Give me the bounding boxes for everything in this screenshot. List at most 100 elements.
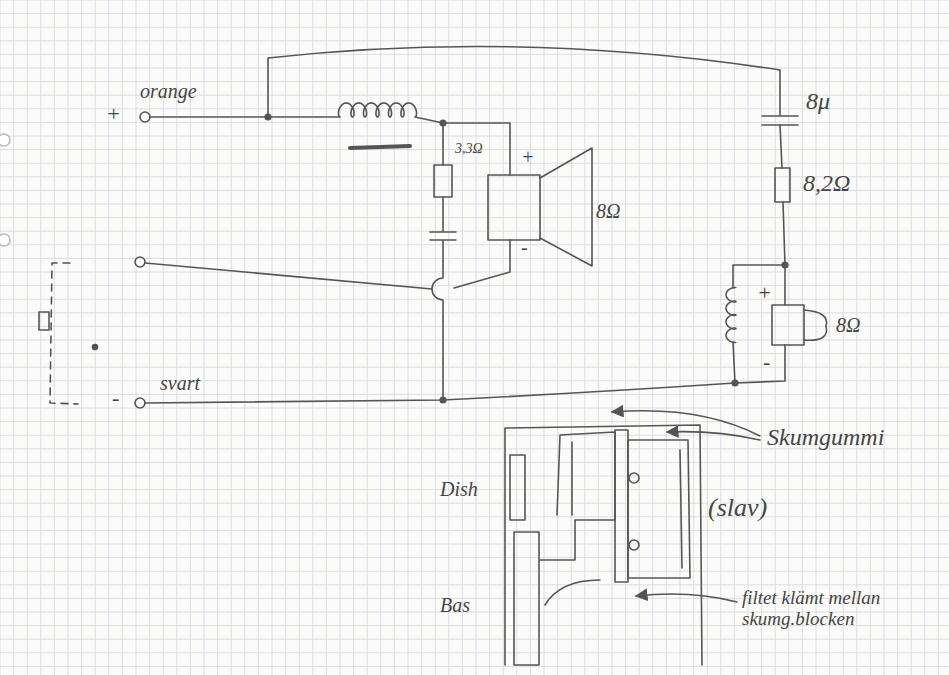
grid-line: [748, 0, 749, 675]
grid-line: [720, 0, 721, 675]
dot: [93, 345, 98, 350]
grid-line: [0, 530, 949, 531]
grid-line: [0, 503, 949, 504]
wire: [733, 202, 785, 383]
grid-line: [530, 0, 531, 675]
terminal: [140, 112, 150, 122]
grid-line: [625, 0, 626, 675]
inductor-symbol: [726, 288, 736, 343]
grid-line: [0, 27, 949, 28]
grid-line: [0, 217, 949, 218]
bracket: [50, 263, 78, 404]
wire: [780, 125, 782, 168]
grid-line: [489, 0, 490, 675]
grid-line: [0, 394, 949, 395]
grid-line: [0, 476, 949, 477]
grid-line: [380, 0, 381, 675]
grid-line: [462, 0, 463, 675]
grid-line: [775, 0, 776, 675]
grid-line: [761, 0, 762, 675]
wire: [150, 116, 340, 118]
wire-color-label: svart: [160, 372, 200, 394]
inductor-symbol: [338, 103, 416, 117]
grid-line: [584, 0, 585, 675]
component-value: 8Ω: [596, 200, 620, 222]
grid-line: [666, 0, 667, 675]
grid-line: [272, 0, 273, 675]
grid-line: [0, 380, 949, 381]
capacitor-symbol: [762, 116, 798, 125]
grid-line: [0, 312, 949, 313]
grid-line: [544, 0, 545, 675]
polarity-sign: +: [106, 102, 121, 126]
grid-line: [231, 0, 232, 675]
grid-line: [81, 0, 82, 675]
grid-line: [680, 0, 681, 675]
grid-line: [0, 326, 949, 327]
grid-line: [204, 0, 205, 675]
terminal: [135, 257, 145, 267]
grid-line: [0, 652, 949, 653]
slave-panel: [615, 430, 628, 582]
tweeter-dome: [804, 310, 827, 340]
grid-line: [0, 0, 1, 675]
part-name: (slav): [708, 494, 767, 523]
cabinet-outline: [505, 425, 702, 665]
grid-line: [856, 0, 857, 675]
grid-line: [0, 639, 949, 640]
grid-line: [68, 0, 69, 675]
grid-line: [258, 0, 259, 675]
grid-line: [0, 244, 949, 245]
grid-line: [870, 0, 871, 675]
grid-line: [0, 136, 949, 137]
punch-hole: [0, 134, 10, 146]
component-value: 8,2Ω: [803, 170, 850, 196]
wire: [145, 383, 735, 403]
grid-line: [897, 0, 898, 675]
polarity-sign: -: [521, 236, 528, 258]
grid-line: [95, 0, 96, 675]
tweeter-body: [772, 305, 804, 345]
grid-line: [353, 0, 354, 675]
grid-line: [557, 0, 558, 675]
resistor-symbol: [775, 168, 790, 202]
component-value: 8μ: [806, 88, 830, 114]
slave-dot: [629, 540, 639, 550]
note: filtet klämt mellan skumg.blocken: [742, 588, 942, 630]
grid-line: [0, 299, 949, 300]
grid-line: [0, 367, 949, 368]
wire: [415, 117, 510, 175]
grid-line: [884, 0, 885, 675]
grid-line: [693, 0, 694, 675]
polarity-sign: -: [112, 386, 119, 410]
grid-line: [0, 40, 949, 41]
grid-line: [843, 0, 844, 675]
grid-line: [435, 0, 436, 675]
grid-line: [0, 516, 949, 517]
grid-line: [0, 584, 949, 585]
grid-line: [299, 0, 300, 675]
foam-block: [540, 432, 615, 560]
grid-line: [285, 0, 286, 675]
capacitor-symbol: [430, 197, 456, 400]
bass-driver: [514, 532, 539, 665]
grid-line: [707, 0, 708, 675]
wire: [268, 46, 780, 117]
grid-line: [652, 0, 653, 675]
foam-block: [628, 440, 690, 578]
part-name: Skumgummi: [767, 424, 884, 450]
grid-line: [0, 272, 949, 273]
grid-line: [340, 0, 341, 675]
wire: [145, 240, 510, 289]
component-value: 8Ω: [836, 314, 860, 336]
grid-line: [367, 0, 368, 675]
grid-line: [0, 163, 949, 164]
grid-line: [312, 0, 313, 675]
grid-line: [802, 0, 803, 675]
junction-dot: [732, 380, 738, 386]
grid-line: [938, 0, 939, 675]
grid-line: [516, 0, 517, 675]
wire: [442, 123, 444, 165]
grid-line: [0, 68, 949, 69]
component-value: 3,3Ω: [455, 141, 483, 156]
